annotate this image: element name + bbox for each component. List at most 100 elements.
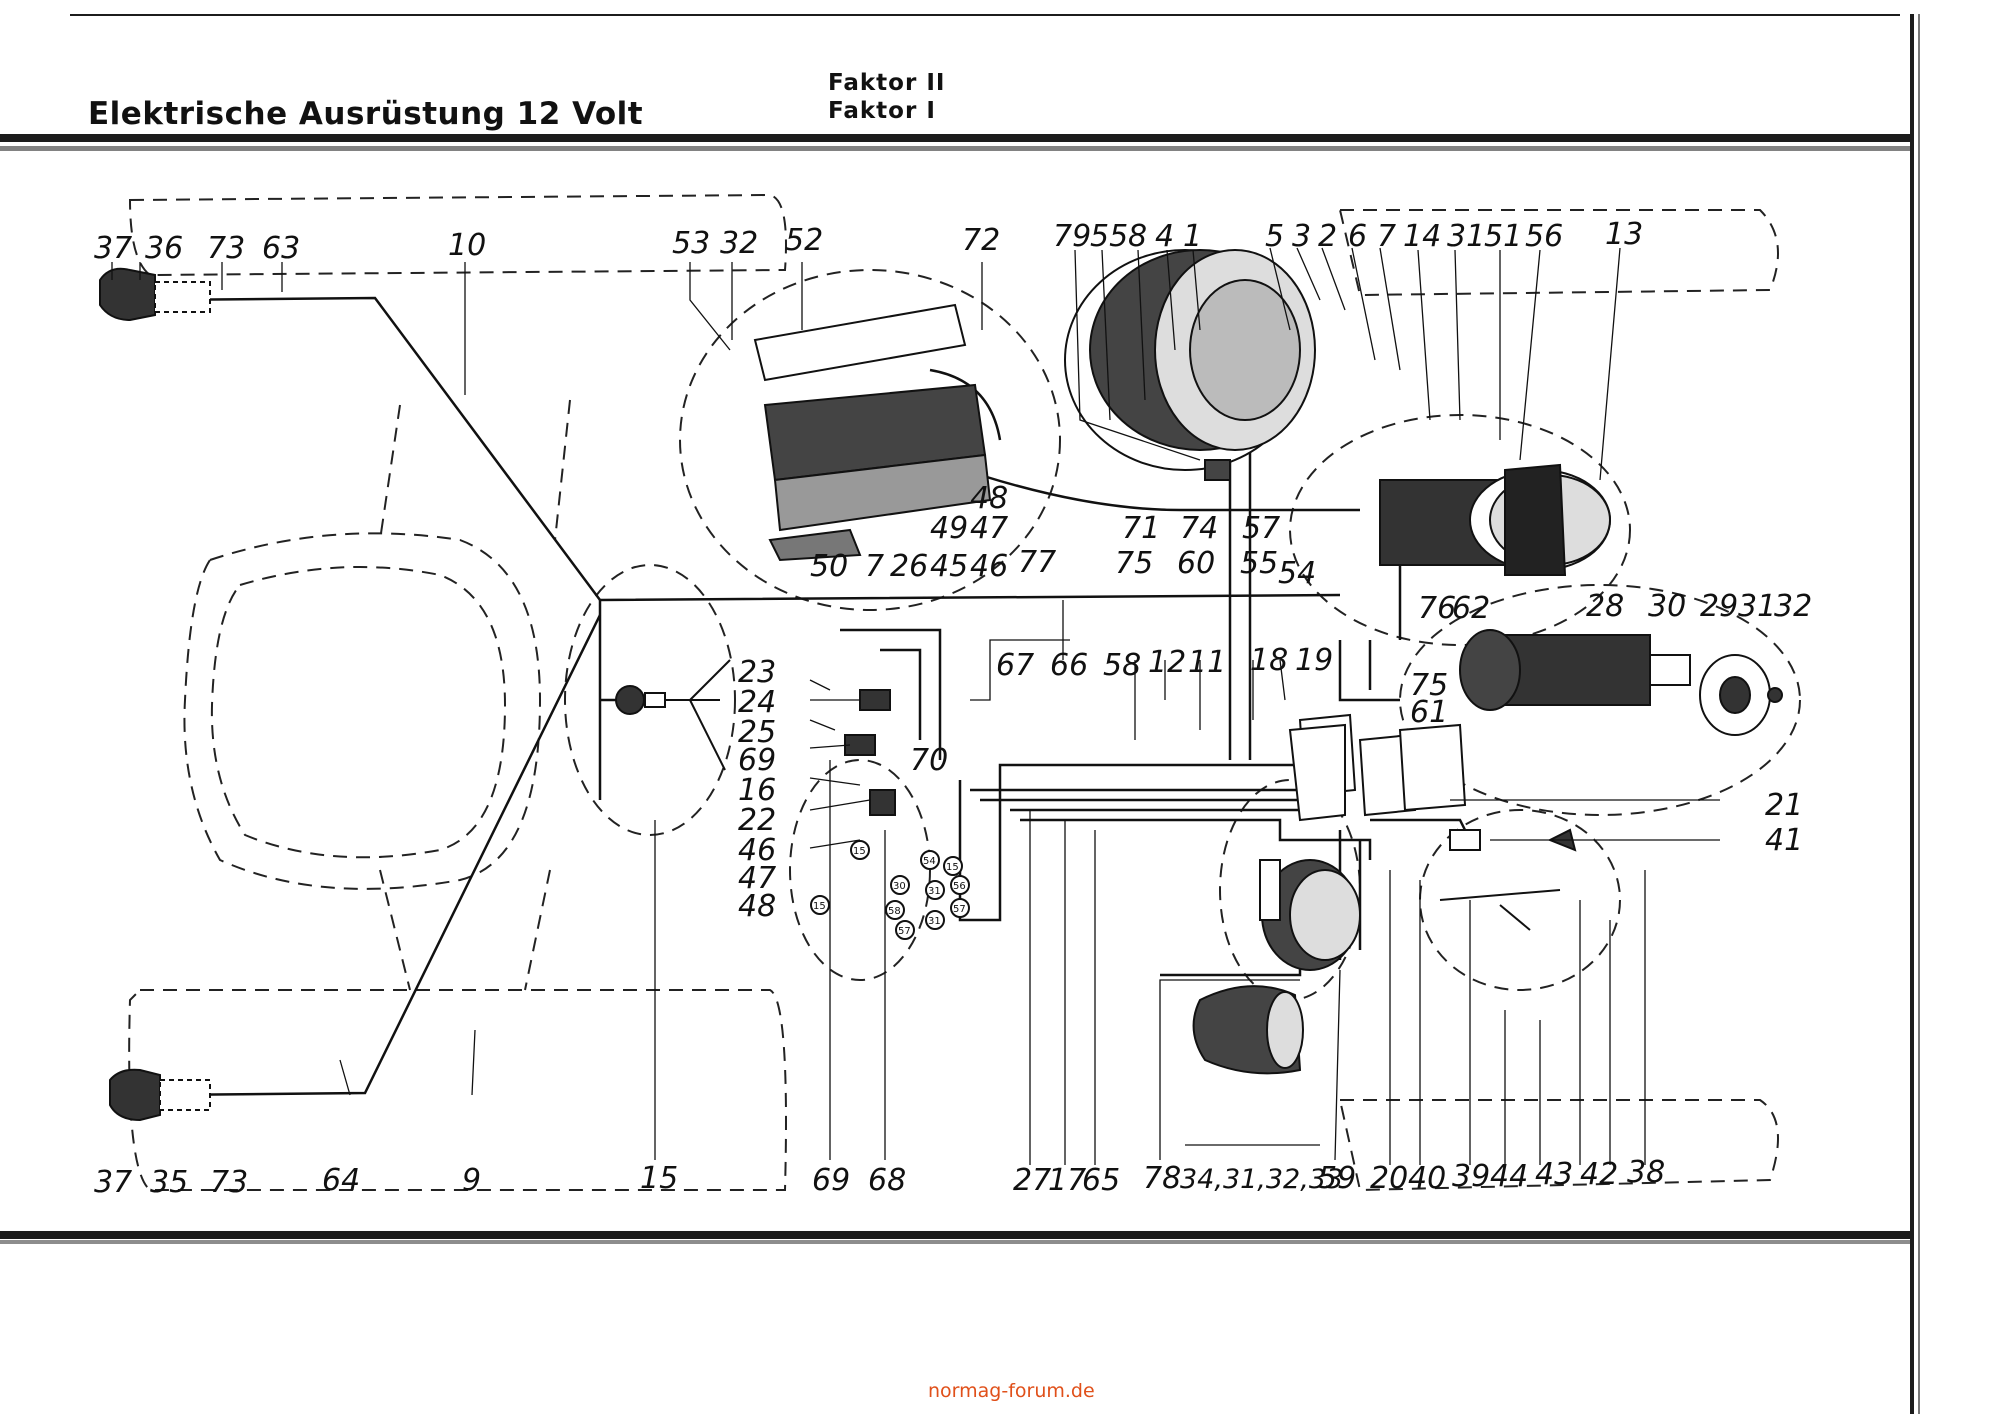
wheel-outline-outer	[183, 532, 542, 890]
components	[99, 249, 1783, 1122]
callout: 50	[810, 549, 848, 584]
callout: 31	[1447, 219, 1485, 254]
page-title: Elektrische Ausrüstung 12 Volt	[88, 96, 644, 132]
battery-area-outline	[679, 269, 1061, 611]
wire-battery-lead	[929, 368, 1002, 441]
callout: 57	[1242, 511, 1280, 546]
horn	[1259, 859, 1361, 971]
callout: 66	[1050, 648, 1088, 683]
terminal-block	[1288, 723, 1346, 822]
callout: 32	[720, 226, 758, 261]
callout: 35	[150, 1165, 188, 1200]
callout: 36	[145, 231, 183, 266]
callout: 7	[1377, 219, 1396, 254]
dash-components	[844, 689, 896, 816]
right-margin-line	[1910, 14, 1914, 1414]
pin-label: 57	[898, 926, 911, 937]
rear-lamp-right	[1192, 985, 1304, 1075]
front-lamp-left	[99, 267, 211, 322]
callout: 25	[738, 715, 776, 750]
callout: 61	[1410, 695, 1448, 730]
callout: 62	[1452, 591, 1490, 626]
callout: 59	[1318, 1161, 1356, 1196]
bottom-rule-dotted	[0, 1240, 1910, 1244]
callout: 17	[1048, 1163, 1086, 1198]
callout: 30	[1648, 589, 1686, 624]
callout: 42	[1580, 1157, 1618, 1192]
top-rule	[0, 134, 1910, 142]
callout: 19	[1295, 643, 1333, 678]
wire-bus-5	[1020, 818, 1372, 860]
source-watermark[interactable]: normag-forum.de	[928, 1380, 1095, 1402]
callout: 44	[1490, 1159, 1528, 1194]
callout: 11	[1188, 645, 1226, 680]
callout: 55	[1240, 546, 1278, 581]
callout: 12	[1148, 645, 1186, 680]
pin-label: 56	[953, 881, 966, 892]
callout: 52	[785, 223, 823, 258]
rear-lamp-left	[109, 1068, 211, 1122]
headlamp-front	[1064, 249, 1316, 481]
trailer-socket-area-outline	[1419, 809, 1621, 991]
ignition-switch	[615, 659, 731, 771]
frame-lower	[379, 869, 551, 991]
callout: 78	[1143, 1161, 1181, 1196]
callout: 22	[738, 803, 776, 838]
callout: 60	[1177, 546, 1215, 581]
callout: 38	[1627, 1155, 1665, 1190]
frame-upper	[379, 399, 571, 541]
callout: 68	[868, 1163, 906, 1198]
front-fender-left-outline	[128, 193, 787, 277]
callout: 9	[462, 1163, 481, 1198]
callout: 63	[262, 231, 300, 266]
starter-motor	[1459, 629, 1783, 736]
top-rule-dotted	[0, 146, 1910, 151]
pin-label: 31	[928, 916, 941, 927]
wire-bus-2	[970, 788, 1342, 800]
callout: 64	[322, 1163, 360, 1198]
starter-area-outline	[1399, 584, 1801, 816]
callout: 46	[738, 833, 776, 868]
pin-label: 15	[813, 901, 826, 912]
callout: 74	[1180, 511, 1218, 546]
callout: 76	[1418, 591, 1456, 626]
callout: 49	[930, 511, 968, 546]
callout: 65	[1082, 1163, 1120, 1198]
callout: 71	[1122, 511, 1160, 546]
callout: 67	[996, 648, 1034, 683]
callout: 72	[962, 223, 1000, 258]
callout: 3	[1292, 219, 1311, 254]
callout: 16	[738, 773, 776, 808]
callout: 23	[738, 655, 776, 690]
callout: 58	[1103, 648, 1141, 683]
callout: 32	[1774, 589, 1812, 624]
wheel-outline-inner	[210, 566, 507, 859]
callout: 26	[890, 549, 928, 584]
callout: 41	[1765, 823, 1803, 858]
wire-front-lamp-left	[154, 296, 1341, 602]
callout: 47	[970, 511, 1008, 546]
callout: 29	[1700, 589, 1738, 624]
callout: 8	[1128, 219, 1147, 254]
callout: 1	[1183, 219, 1202, 254]
callout: 47	[738, 861, 776, 896]
pin-label: 58	[888, 906, 901, 917]
switch-area-outline	[789, 759, 931, 981]
callout: 37	[94, 1165, 132, 1200]
callout: 14	[1403, 219, 1441, 254]
wire-to-starter	[1338, 640, 1400, 702]
callout: 56	[1525, 219, 1563, 254]
wire-switch-loop	[840, 628, 942, 760]
callout: 20	[1370, 1161, 1408, 1196]
callout: 5	[1265, 219, 1284, 254]
callout: 43	[1535, 1157, 1573, 1192]
callout: 46	[970, 549, 1008, 584]
front-fender-right-outline	[1338, 209, 1779, 297]
callout: 51	[1484, 219, 1522, 254]
generator	[1379, 463, 1611, 576]
callout: 70	[910, 743, 948, 778]
callout: 69	[812, 1163, 850, 1198]
pin-label: 57	[953, 904, 966, 915]
